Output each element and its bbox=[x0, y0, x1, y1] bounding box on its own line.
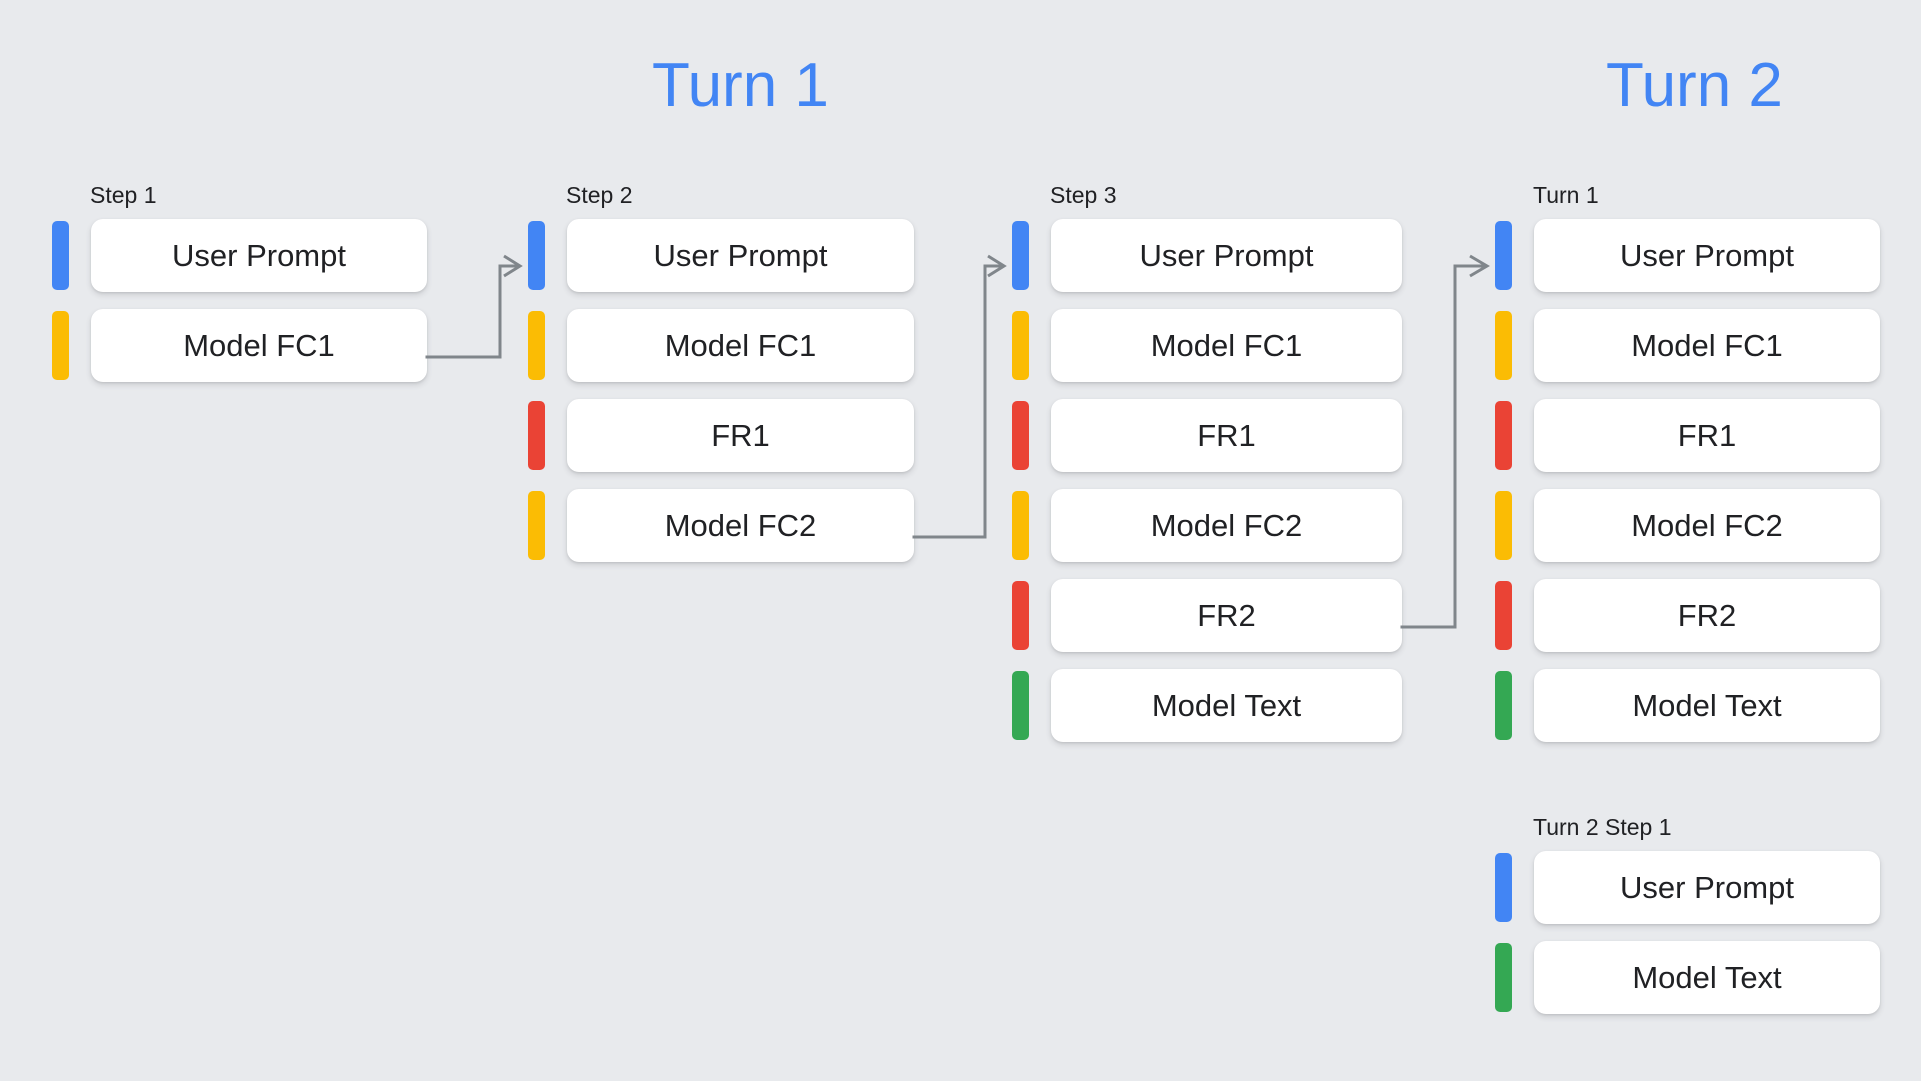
list-item[interactable]: FR2 bbox=[1012, 579, 1402, 652]
list-item[interactable]: FR2 bbox=[1495, 579, 1880, 652]
role-bar-red bbox=[528, 401, 545, 470]
card-label[interactable]: User Prompt bbox=[91, 219, 427, 292]
role-bar-green bbox=[1495, 943, 1512, 1012]
card-label[interactable]: Model FC2 bbox=[1051, 489, 1402, 562]
card-label[interactable]: User Prompt bbox=[1534, 851, 1880, 924]
column-turn2-turn-1: Turn 1 User Prompt Model FC1 FR1 Model F… bbox=[1495, 182, 1880, 742]
card-label[interactable]: Model FC1 bbox=[1051, 309, 1402, 382]
role-bar-yellow bbox=[528, 311, 545, 380]
column-label-step-2: Step 2 bbox=[566, 182, 633, 208]
column-step-1: Step 1 User Prompt Model FC1 bbox=[52, 182, 427, 382]
role-bar-yellow bbox=[1495, 491, 1512, 560]
card-label[interactable]: FR1 bbox=[567, 399, 914, 472]
role-bar-blue bbox=[1495, 853, 1512, 922]
role-bar-blue bbox=[528, 221, 545, 290]
arrowhead-icon bbox=[1469, 254, 1490, 278]
card-label[interactable]: Model FC1 bbox=[91, 309, 427, 382]
list-item[interactable]: Model FC2 bbox=[1495, 489, 1880, 562]
role-bar-red bbox=[1012, 401, 1029, 470]
turn-2-heading: Turn 2 bbox=[1606, 51, 1783, 120]
card-label[interactable]: User Prompt bbox=[567, 219, 914, 292]
list-item[interactable]: Model FC2 bbox=[1012, 489, 1402, 562]
list-item[interactable]: FR1 bbox=[1495, 399, 1880, 472]
role-bar-red bbox=[1495, 401, 1512, 470]
card-label[interactable]: FR1 bbox=[1534, 399, 1880, 472]
card-label[interactable]: Model FC2 bbox=[567, 489, 914, 562]
column-label-turn2-step-1: Turn 2 Step 1 bbox=[1533, 814, 1672, 840]
role-bar-green bbox=[1495, 671, 1512, 740]
card-label[interactable]: Model Text bbox=[1051, 669, 1402, 742]
column-turn2-step-1: Turn 2 Step 1 User Prompt Model Text bbox=[1495, 814, 1880, 1014]
card-label[interactable]: User Prompt bbox=[1534, 219, 1880, 292]
column-step-2: Step 2 User Prompt Model FC1 FR1 Model F… bbox=[528, 182, 914, 562]
role-bar-yellow bbox=[1495, 311, 1512, 380]
column-rows-turn2-step-1: User Prompt Model Text bbox=[1495, 851, 1880, 1014]
role-bar-blue bbox=[1495, 221, 1512, 290]
column-rows-step-2: User Prompt Model FC1 FR1 Model FC2 bbox=[528, 219, 914, 562]
card-label[interactable]: Model Text bbox=[1534, 669, 1880, 742]
role-bar-blue bbox=[52, 221, 69, 290]
connector-path bbox=[425, 264, 520, 359]
column-label-step-1: Step 1 bbox=[90, 182, 157, 208]
card-label[interactable]: User Prompt bbox=[1051, 219, 1402, 292]
list-item[interactable]: Model FC1 bbox=[52, 309, 427, 382]
list-item[interactable]: Model FC1 bbox=[1012, 309, 1402, 382]
connector-path bbox=[1400, 264, 1488, 629]
list-item[interactable]: Model Text bbox=[1495, 669, 1880, 742]
column-step-3: Step 3 User Prompt Model FC1 FR1 Model F… bbox=[1012, 182, 1402, 742]
list-item[interactable]: User Prompt bbox=[1012, 219, 1402, 292]
card-label[interactable]: Model Text bbox=[1534, 941, 1880, 1014]
list-item[interactable]: User Prompt bbox=[1495, 219, 1880, 292]
list-item[interactable]: FR1 bbox=[528, 399, 914, 472]
card-label[interactable]: Model FC2 bbox=[1534, 489, 1880, 562]
column-rows-turn2-turn-1: User Prompt Model FC1 FR1 Model FC2 FR2 … bbox=[1495, 219, 1880, 742]
arrowhead-icon bbox=[503, 254, 523, 278]
column-label-turn2-turn-1: Turn 1 bbox=[1533, 182, 1599, 208]
list-item[interactable]: Model Text bbox=[1012, 669, 1402, 742]
role-bar-yellow bbox=[1012, 491, 1029, 560]
list-item[interactable]: User Prompt bbox=[52, 219, 427, 292]
turn-1-heading: Turn 1 bbox=[652, 51, 829, 120]
list-item[interactable]: Model FC1 bbox=[528, 309, 914, 382]
role-bar-red bbox=[1495, 581, 1512, 650]
card-label[interactable]: Model FC1 bbox=[567, 309, 914, 382]
role-bar-yellow bbox=[528, 491, 545, 560]
role-bar-yellow bbox=[1012, 311, 1029, 380]
list-item[interactable]: FR1 bbox=[1012, 399, 1402, 472]
role-bar-green bbox=[1012, 671, 1029, 740]
list-item[interactable]: Model Text bbox=[1495, 941, 1880, 1014]
list-item[interactable]: User Prompt bbox=[528, 219, 914, 292]
list-item[interactable]: User Prompt bbox=[1495, 851, 1880, 924]
role-bar-red bbox=[1012, 581, 1029, 650]
card-label[interactable]: FR2 bbox=[1051, 579, 1402, 652]
list-item[interactable]: Model FC1 bbox=[1495, 309, 1880, 382]
card-label[interactable]: FR2 bbox=[1534, 579, 1880, 652]
card-label[interactable]: FR1 bbox=[1051, 399, 1402, 472]
card-label[interactable]: Model FC1 bbox=[1534, 309, 1880, 382]
arrowhead-icon bbox=[987, 254, 1007, 278]
role-bar-blue bbox=[1012, 221, 1029, 290]
list-item[interactable]: Model FC2 bbox=[528, 489, 914, 562]
column-rows-step-1: User Prompt Model FC1 bbox=[52, 219, 427, 382]
role-bar-yellow bbox=[52, 311, 69, 380]
column-rows-step-3: User Prompt Model FC1 FR1 Model FC2 FR2 … bbox=[1012, 219, 1402, 742]
connector-path bbox=[912, 264, 1004, 539]
column-label-step-3: Step 3 bbox=[1050, 182, 1117, 208]
